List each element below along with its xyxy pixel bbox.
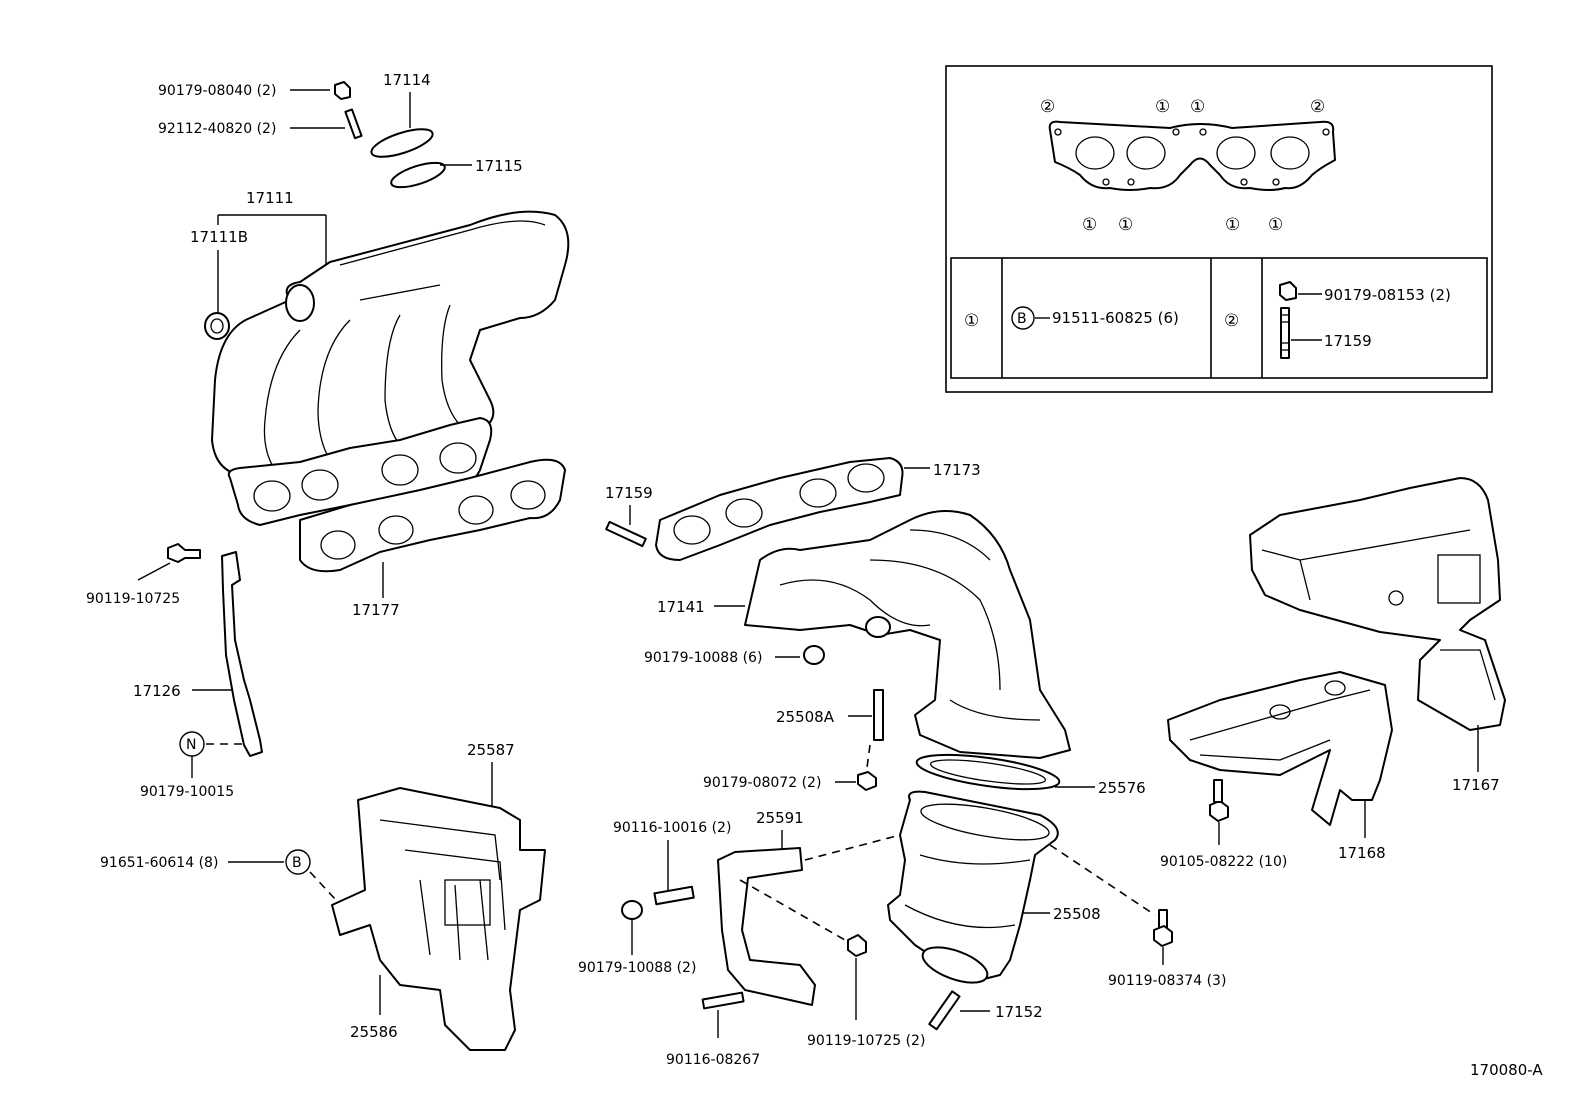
nut-icon bbox=[334, 81, 351, 100]
gasket-17177-group: 17177 bbox=[299, 458, 566, 619]
manifold-boss-icon bbox=[865, 616, 891, 638]
nut-icon bbox=[1279, 281, 1297, 301]
part-label-17159: 17159 bbox=[605, 484, 653, 502]
part-label-90119-10725-a: 90119-10725 bbox=[86, 591, 180, 607]
bracket-25591-group: 90116-10016 (2) 25591 90179-10088 (2) 90… bbox=[578, 809, 925, 1068]
heat-insulator-17168-icon bbox=[1167, 671, 1393, 826]
bracket-17126-icon bbox=[221, 551, 263, 757]
gasket-17173-icon bbox=[655, 457, 904, 561]
marker-n-letter: N bbox=[186, 737, 196, 753]
part-label-25587: 25587 bbox=[467, 741, 515, 759]
part-label-91511-60825: 91511-60825 (6) bbox=[1052, 309, 1179, 327]
part-label-17111: 17111 bbox=[246, 189, 294, 207]
part-label-90105-08222: 90105-08222 (10) bbox=[1160, 854, 1287, 870]
bolt-90119-08374-group: 90119-08374 (3) bbox=[1049, 844, 1226, 989]
part-label-90179-10015: 90179-10015 bbox=[140, 784, 234, 800]
inset-b-letter: B bbox=[1017, 311, 1027, 327]
part-label-17115: 17115 bbox=[475, 157, 523, 175]
nut-icon bbox=[857, 771, 877, 791]
part-label-17152: 17152 bbox=[995, 1003, 1043, 1021]
marker-b-circle bbox=[285, 849, 311, 875]
gasket-17177-icon bbox=[299, 458, 566, 573]
stud-icon bbox=[873, 689, 884, 741]
inset-marker-1-bottom-b: ① bbox=[1118, 215, 1133, 235]
diagram-id: 170080-A bbox=[1470, 1061, 1543, 1079]
part-label-25508A: 25508A bbox=[776, 708, 835, 726]
heat-insulator-17167-group: 17167 bbox=[1249, 477, 1506, 794]
catalytic-converter-25508-icon bbox=[887, 790, 1059, 981]
stud-icon bbox=[653, 885, 695, 906]
inset-legend-marker-2: ② bbox=[1224, 311, 1239, 331]
marker-b-letter: B bbox=[292, 855, 302, 871]
part-label-17168: 17168 bbox=[1338, 844, 1386, 862]
part-label-90179-08153: 90179-08153 (2) bbox=[1324, 286, 1451, 304]
gasket-17114-icon bbox=[370, 128, 434, 158]
inset-gasket-icon bbox=[1048, 120, 1336, 191]
part-label-92112-40820: 92112-40820 (2) bbox=[158, 121, 276, 137]
part-label-17159-inset: 17159 bbox=[1324, 332, 1372, 350]
bolt-icon bbox=[167, 543, 201, 563]
inset-marker-2-right: ② bbox=[1310, 97, 1325, 117]
gasket-17115-icon bbox=[390, 161, 446, 189]
part-label-90179-08072: 90179-08072 (2) bbox=[703, 775, 821, 791]
part-label-17111B: 17111B bbox=[190, 228, 248, 246]
part-label-25586: 25586 bbox=[350, 1023, 398, 1041]
part-label-25591: 25591 bbox=[756, 809, 804, 827]
seal-17111B-icon bbox=[204, 312, 230, 340]
inset-legend-table bbox=[950, 257, 1488, 379]
heat-insulator-25587-icon bbox=[331, 787, 546, 1051]
bolt-icon bbox=[1153, 925, 1173, 947]
part-label-17141: 17141 bbox=[657, 598, 705, 616]
part-label-17167: 17167 bbox=[1452, 776, 1500, 794]
nut-icon bbox=[621, 900, 643, 920]
gasket-25576-icon bbox=[915, 753, 1061, 791]
manifold-flange-icon bbox=[227, 417, 493, 526]
inset-marker-1-bottom-c: ① bbox=[1225, 215, 1240, 235]
inset-box: ② ① ① ② ① ① ① ① ① B 91511-60825 (6) ② 90… bbox=[945, 65, 1493, 393]
heat-insulator-25587-group: 25587 91651-60614 (8) B 25586 bbox=[100, 741, 546, 1051]
inset-marker-1-top-a: ① bbox=[1155, 97, 1170, 117]
stud-icon bbox=[928, 990, 961, 1031]
stud-icon bbox=[605, 520, 647, 548]
inset-marker-1-bottom-d: ① bbox=[1268, 215, 1283, 235]
part-label-90116-08267: 90116-08267 bbox=[666, 1052, 760, 1068]
part-label-90179-10088-6: 90179-10088 (6) bbox=[644, 650, 762, 666]
stud-icon bbox=[701, 991, 745, 1010]
nut-icon bbox=[803, 645, 825, 665]
inset-legend-marker-1: ① bbox=[964, 311, 979, 331]
part-label-25508: 25508 bbox=[1053, 905, 1101, 923]
inset-b-circle bbox=[1011, 306, 1035, 330]
part-label-17173: 17173 bbox=[933, 461, 981, 479]
bracket-17126-group: 90119-10725 17126 N 90179-10015 bbox=[86, 543, 263, 800]
part-label-17114: 17114 bbox=[383, 71, 431, 89]
manifold-port-icon bbox=[285, 284, 315, 322]
converter-outlet-icon bbox=[921, 946, 989, 984]
part-label-90119-10725-b: 90119-10725 (2) bbox=[807, 1033, 925, 1049]
stud-icon bbox=[1213, 779, 1223, 803]
inset-marker-1-top-b: ① bbox=[1190, 97, 1205, 117]
inset-marker-2-left: ② bbox=[1040, 97, 1055, 117]
part-label-90116-10016: 90116-10016 (2) bbox=[613, 820, 731, 836]
inset-border bbox=[945, 65, 1493, 393]
heat-insulator-17167-icon bbox=[1249, 477, 1506, 731]
part-label-25576: 25576 bbox=[1098, 779, 1146, 797]
part-label-17126: 17126 bbox=[133, 682, 181, 700]
inset-marker-1-bottom-a: ① bbox=[1082, 215, 1097, 235]
bracket-25591-icon bbox=[717, 847, 816, 1006]
exhaust-manifold-17141-icon bbox=[744, 510, 1071, 759]
part-label-90179-10088-2: 90179-10088 (2) bbox=[578, 960, 696, 976]
exhaust-manifold-group: 17159 17173 17141 90179-10088 (6) 25508A… bbox=[605, 457, 1146, 1031]
part-label-91651-60614: 91651-60614 (8) bbox=[100, 855, 218, 871]
part-label-90179-08040: 90179-08040 (2) bbox=[158, 83, 276, 99]
intake-manifold-group: 90179-08040 (2) 92112-40820 (2) 17114 17… bbox=[158, 71, 570, 526]
heat-insulator-17168-group: 90105-08222 (10) 17168 bbox=[1160, 671, 1393, 870]
part-label-90119-08374: 90119-08374 (3) bbox=[1108, 973, 1226, 989]
stud-icon bbox=[344, 108, 363, 140]
bolt-icon bbox=[1209, 800, 1229, 822]
part-label-17177: 17177 bbox=[352, 601, 400, 619]
stud-icon bbox=[1280, 307, 1290, 359]
bolt-icon bbox=[847, 934, 867, 957]
